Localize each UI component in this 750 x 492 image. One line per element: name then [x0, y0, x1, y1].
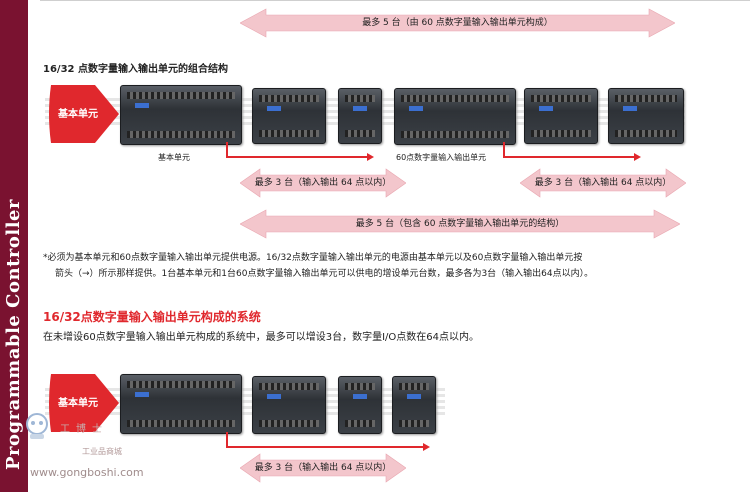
section-body: 在未增设60点数字量输入输出单元构成的系统中，最多可以增设3台，数字量I/O点数… [43, 332, 480, 343]
section-title: 16/32点数字量输入输出单元构成的系统 [43, 310, 261, 324]
logo-icon [409, 106, 423, 111]
caption-60-unit: 60点数字量输入输出单元 [396, 153, 487, 162]
arrow-label: 最多 5 台（包含 60 点数字量输入输出单元的结构） [355, 219, 565, 229]
logo-icon [267, 394, 281, 399]
badge-label: 基本单元 [58, 398, 98, 409]
arrow-max3-right: 最多 3 台（输入输出 64 点以内） [520, 168, 686, 198]
arrow-label: 最多 3 台（输入输出 64 点以内） [254, 463, 392, 473]
arrow-label: 最多 5 台（由 60 点数字量输入输出单元构成） [362, 18, 553, 28]
robot-mascot-icon [26, 413, 48, 439]
arrow-max3-left: 最多 3 台（输入输出 64 点以内） [240, 168, 406, 198]
logo-icon [623, 106, 637, 111]
power-feed-arrow [226, 432, 430, 451]
arrow-max3: 最多 3 台（输入输出 64 点以内） [240, 453, 406, 483]
arrow-max5-top: 最多 5 台（由 60 点数字量输入输出单元构成） [240, 8, 675, 38]
io-unit-module [338, 88, 382, 144]
logo-icon [539, 106, 553, 111]
watermark-url: www.gongboshi.com [30, 466, 144, 479]
sidebar-title: Programmable Controller [3, 199, 24, 470]
io-unit-module [338, 376, 382, 434]
din-rail [45, 388, 445, 418]
diagram1-heading: 16/32 点数字量输入输出单元的组合结构 [43, 64, 228, 75]
power-note: *必须为基本单元和60点数字量输入输出单元提供电源。16/32点数字量输入输出单… [43, 250, 733, 282]
io60-unit-module [394, 88, 516, 145]
logo-icon [267, 106, 281, 111]
arrow-max5-bottom: 最多 5 台（包含 60 点数字量输入输出单元的结构） [240, 209, 680, 239]
caption-base-unit: 基本单元 [158, 153, 190, 162]
note-line-2: 箭头（→）所示那样提供。1台基本单元和1台60点数字量输入输出单元可以供电的增设… [55, 269, 594, 279]
logo-icon [353, 394, 367, 399]
io-unit-module [252, 376, 326, 434]
watermark-subtitle: 工业品商城 [82, 447, 122, 456]
logo-icon [135, 392, 149, 397]
top-divider [40, 0, 750, 1]
logo-icon [407, 394, 421, 399]
logo-icon [135, 103, 149, 108]
logo-icon [353, 106, 367, 111]
arrow-label: 最多 3 台（输入输出 64 点以内） [254, 178, 392, 188]
io-unit-module [524, 88, 598, 144]
watermark-brand: 工博士 [60, 424, 108, 435]
sidebar: Programmable Controller [0, 0, 28, 492]
io-unit-module [608, 88, 684, 144]
base-unit-module [120, 374, 242, 434]
note-line-1: *必须为基本单元和60点数字量输入输出单元提供电源。16/32点数字量输入输出单… [43, 253, 583, 263]
power-feed-arrow [503, 142, 641, 161]
base-unit-module [120, 85, 242, 145]
power-feed-arrow [226, 142, 374, 161]
io-unit-module [252, 88, 326, 144]
badge-label: 基本单元 [58, 109, 98, 120]
arrow-label: 最多 3 台（输入输出 64 点以内） [534, 178, 672, 188]
base-unit-badge: 基本单元 [47, 374, 119, 432]
base-unit-badge: 基本单元 [47, 85, 119, 143]
io-unit-module [392, 376, 436, 434]
